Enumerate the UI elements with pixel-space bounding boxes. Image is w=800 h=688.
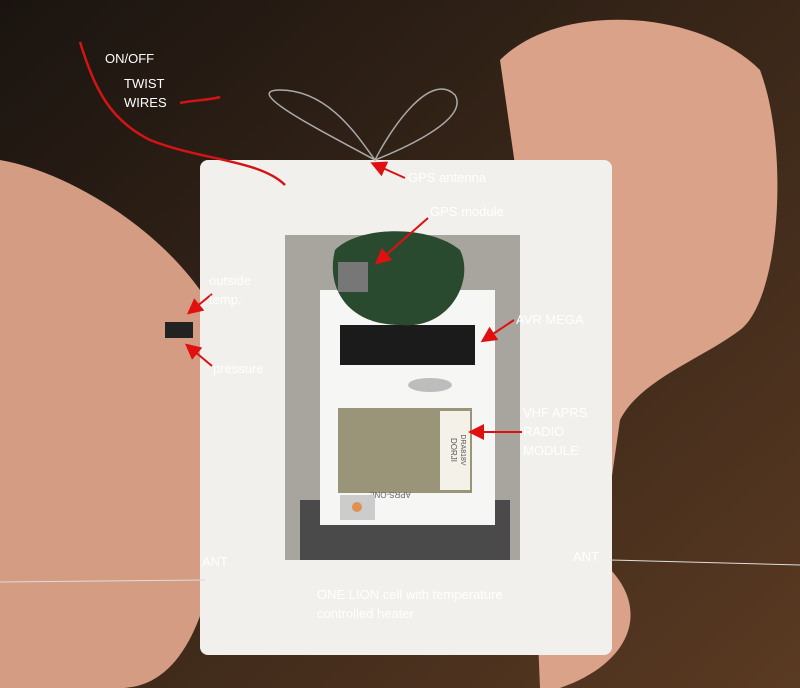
arrow-avr-mega (480, 319, 515, 343)
radio-model: DRA818V (459, 434, 466, 465)
board-name: APRS-ONE (369, 490, 411, 499)
label-line: outside (209, 273, 251, 288)
label-ant-left: ANT (202, 554, 228, 569)
radio-brand: DORJI (449, 438, 458, 462)
label-line: temp. (209, 292, 242, 307)
arrow-gps-module (374, 217, 429, 265)
label-line: WIRES (124, 95, 167, 110)
left-hand (0, 160, 215, 688)
label-line: ONE LION cell with temperature (317, 587, 503, 602)
label-line: TWIST (124, 76, 165, 91)
label-gps-module: GPS module (430, 204, 504, 219)
antenna-wire-right (609, 559, 800, 566)
label-line: controlled heater (317, 606, 414, 621)
arrow-gps-antenna (370, 161, 406, 179)
button-cap (352, 502, 362, 512)
annotation-arrows (184, 161, 522, 440)
label-vhf-radio: VHF APRS RADIO MODULE (523, 403, 587, 460)
power-wires (78, 41, 286, 186)
sensor (165, 322, 193, 338)
label-pressure: pressure (213, 361, 264, 376)
crystal (408, 378, 452, 392)
arrow-pressure (184, 343, 213, 367)
label-on-off: ON/OFF (105, 51, 155, 66)
label-gps-antenna: GPS antenna (408, 170, 487, 185)
label-ant-right: ANT (573, 549, 599, 564)
radio-label-area (440, 411, 470, 490)
label-battery: ONE LION cell with temperature controlle… (317, 585, 503, 623)
antenna-wire-left (0, 579, 206, 583)
gps-module (332, 231, 465, 326)
label-line: VHF APRS (523, 405, 588, 420)
label-avr-mega: AVR MEGA (516, 312, 584, 327)
gps-chip (338, 262, 368, 292)
label-outside-temp: outside temp. (209, 271, 251, 309)
avr-chip (340, 325, 475, 365)
label-twist-wires: TWIST WIRES (124, 74, 167, 112)
gps-antenna-wire (268, 88, 458, 162)
label-line: MODULE (523, 443, 579, 458)
label-line: RADIO (523, 424, 565, 439)
arrow-outside-temp (186, 293, 213, 315)
